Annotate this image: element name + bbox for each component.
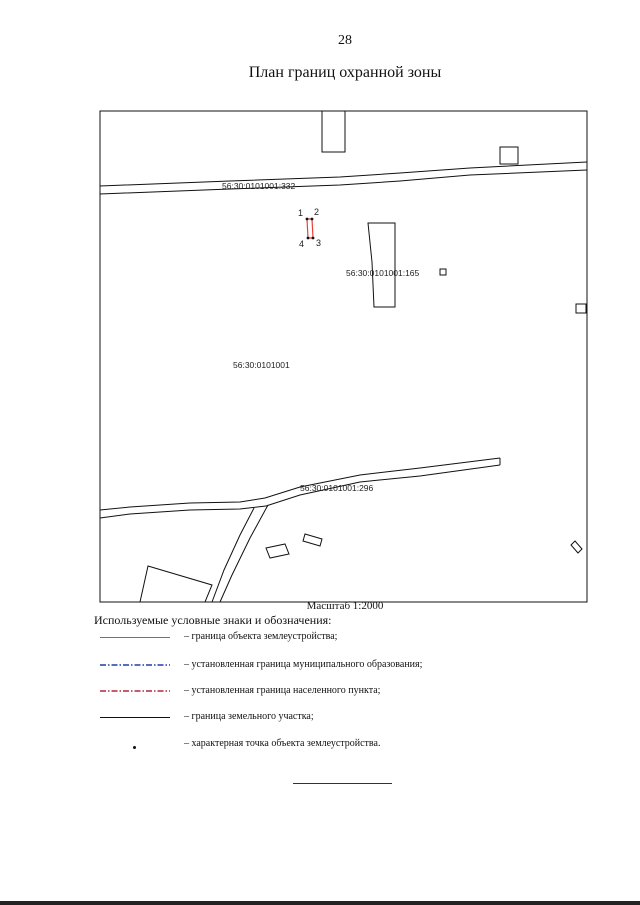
- point-1-marker: [305, 217, 309, 221]
- page-title: План границ охранной зоны: [248, 64, 442, 81]
- legend-item-municipal-boundary: – установленная граница муниципального о…: [100, 659, 580, 673]
- building-lower-right: [570, 540, 583, 554]
- road-upper-edge-bottom: [99, 169, 588, 195]
- building-top: [321, 110, 346, 153]
- legend-symbol-red-dashdot: [100, 690, 170, 692]
- scale-text: Масштаб 1:2000: [306, 600, 384, 612]
- legend-symbol-red-line: [100, 637, 170, 638]
- point-4-label: 4: [299, 239, 304, 249]
- legend-item-characteristic-point: – характерная точка объекта землеустройс…: [100, 738, 580, 752]
- legend-symbol-point: [133, 746, 136, 749]
- scan-bottom-edge: [0, 901, 640, 905]
- object-boundary: [306, 218, 314, 239]
- building-lower-1: [265, 543, 290, 559]
- road-lower-edge-bottom: [99, 464, 501, 519]
- legend-text: – граница объекта землеустройства;: [184, 631, 338, 642]
- legend-symbol-blue-dashdot: [100, 664, 170, 666]
- building-right-edge: [575, 303, 587, 314]
- building-top-right: [499, 146, 519, 165]
- parcel-lower-left: [139, 565, 213, 603]
- quarter-label: 56:30:0101001: [233, 360, 290, 370]
- page-number: 28: [338, 33, 352, 48]
- road-branch-edge-left: [211, 507, 255, 603]
- point-3-marker: [311, 236, 315, 240]
- point-2-marker: [310, 217, 314, 221]
- legend-text: – граница земельного участка;: [184, 711, 314, 722]
- road-upper-edge-top: [99, 161, 588, 187]
- unused: [100, 548, 160, 602]
- legend-item-settlement-boundary: – установленная граница населенного пунк…: [100, 685, 580, 699]
- parcel-label-165: 56:30:0101001:165: [346, 268, 420, 278]
- building-parcel-165: [367, 222, 396, 308]
- legend-text: – установленная граница населенного пунк…: [184, 685, 381, 696]
- parcel-label-332: 56:30:0101001:332: [222, 181, 296, 191]
- point-2-label: 2: [314, 207, 319, 217]
- legend-text: – характерная точка объекта землеустройс…: [184, 738, 381, 749]
- legend-symbol-black-line: [100, 717, 170, 718]
- signature-line: [293, 783, 392, 784]
- parcel-label-296: 56:30:0101001:296: [300, 483, 374, 493]
- legend-item-land-plot-boundary: – граница земельного участка;: [100, 711, 580, 725]
- road-branch-edge-right: [219, 504, 269, 603]
- point-4-marker: [306, 236, 310, 240]
- building-small: [439, 268, 447, 276]
- legend-text: – установленная граница муниципального о…: [184, 659, 423, 670]
- point-1-label: 1: [298, 208, 303, 218]
- point-3-label: 3: [316, 238, 321, 248]
- building-lower-2: [302, 533, 323, 547]
- legend-item-object-boundary: – граница объекта землеустройства;: [100, 631, 580, 645]
- road-lower-edge-top: [99, 457, 501, 511]
- legend-title: Используемые условные знаки и обозначени…: [94, 613, 332, 627]
